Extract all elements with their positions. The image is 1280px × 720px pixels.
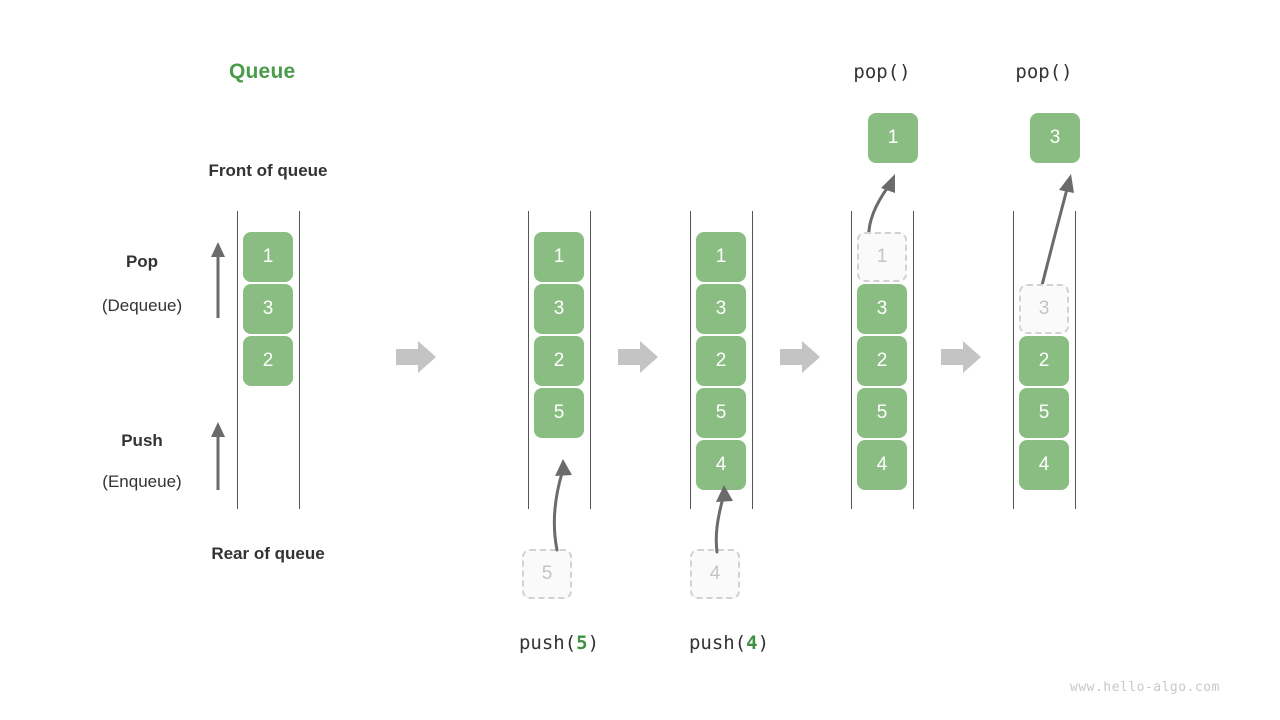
queue-wall-right-p5 <box>1075 211 1076 509</box>
caption-number: 5 <box>576 632 588 654</box>
queue-cell: 4 <box>857 440 907 490</box>
pop-sublabel: (Dequeue) <box>101 296 183 315</box>
pop-caption-2: pop() <box>1015 61 1073 83</box>
queue-wall-right-p2 <box>590 211 591 509</box>
popped-value-cell: 3 <box>1030 113 1080 163</box>
flow-arrow-icon <box>618 341 658 373</box>
push-label: Push <box>121 431 163 450</box>
queue-cell: 5 <box>857 388 907 438</box>
push-flow-arrow <box>552 459 572 552</box>
removed-ghost-cell: 3 <box>1019 284 1069 334</box>
pop-flow-arrow <box>1038 174 1074 295</box>
queue-cell: 5 <box>696 388 746 438</box>
page-title: Queue <box>229 60 296 83</box>
push-sublabel: (Enqueue) <box>102 472 182 491</box>
queue-cell: 2 <box>696 336 746 386</box>
incoming-ghost-cell: 5 <box>522 549 572 599</box>
queue-cell: 3 <box>857 284 907 334</box>
queue-cell: 3 <box>243 284 293 334</box>
rear-of-queue-label: Rear of queue <box>211 544 325 563</box>
queue-cell: 2 <box>243 336 293 386</box>
pop-caption-1: pop() <box>853 61 911 83</box>
pop-label: Pop <box>125 252 159 271</box>
incoming-ghost-cell: 4 <box>690 549 740 599</box>
queue-cell: 1 <box>534 232 584 282</box>
queue-cell: 1 <box>696 232 746 282</box>
queue-wall-right-p1 <box>299 211 300 509</box>
queue-wall-left-p4 <box>851 211 852 509</box>
pop-direction-arrow <box>211 242 225 318</box>
push-flow-arrow <box>714 485 733 554</box>
push-direction-arrow <box>211 422 225 490</box>
queue-wall-left-p2 <box>528 211 529 509</box>
removed-ghost-cell: 1 <box>857 232 907 282</box>
caption-suffix: ) <box>757 632 770 654</box>
queue-wall-left-p1 <box>237 211 238 509</box>
queue-cell: 3 <box>534 284 584 334</box>
flow-arrow-icon <box>780 341 820 373</box>
front-of-queue-label: Front of queue <box>208 161 328 180</box>
caption-prefix: push( <box>518 632 577 654</box>
flow-arrow-icon <box>396 341 436 373</box>
queue-cell: 2 <box>1019 336 1069 386</box>
caption-suffix: ) <box>587 632 600 654</box>
watermark: www.hello-algo.com <box>1070 680 1220 695</box>
caption-number: 4 <box>746 632 758 654</box>
caption-prefix: push( <box>688 632 747 654</box>
queue-cell: 2 <box>534 336 584 386</box>
queue-cell: 4 <box>1019 440 1069 490</box>
queue-cell: 3 <box>696 284 746 334</box>
queue-cell: 4 <box>696 440 746 490</box>
push-4-caption: push(4) <box>629 632 829 654</box>
popped-value-cell: 1 <box>868 113 918 163</box>
queue-cell: 5 <box>1019 388 1069 438</box>
queue-wall-left-p3 <box>690 211 691 509</box>
queue-wall-left-p5 <box>1013 211 1014 509</box>
queue-cell: 1 <box>243 232 293 282</box>
queue-cell: 2 <box>857 336 907 386</box>
queue-wall-right-p4 <box>913 211 914 509</box>
queue-wall-right-p3 <box>752 211 753 509</box>
push-5-caption: push(5) <box>459 632 659 654</box>
queue-cell: 5 <box>534 388 584 438</box>
flow-arrow-icon <box>941 341 981 373</box>
